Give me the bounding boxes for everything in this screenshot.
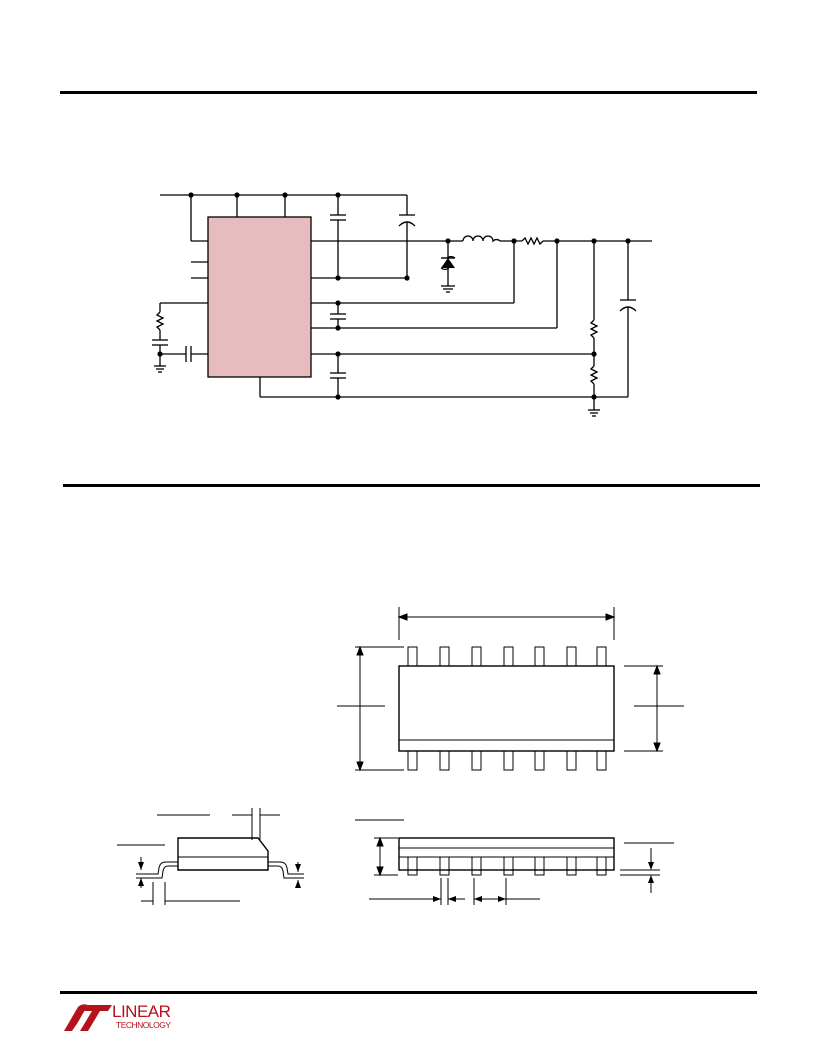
middle-rule (63, 484, 760, 487)
lt-logo-icon (64, 1004, 112, 1031)
logo-line-2: TECHNOLOGY (116, 1020, 171, 1030)
logo-line-1: LINEAR (112, 1002, 171, 1021)
bottom-rule (60, 991, 757, 994)
top-rule (60, 91, 757, 94)
linear-technology-logo: LINEAR TECHNOLOGY (62, 1003, 182, 1035)
